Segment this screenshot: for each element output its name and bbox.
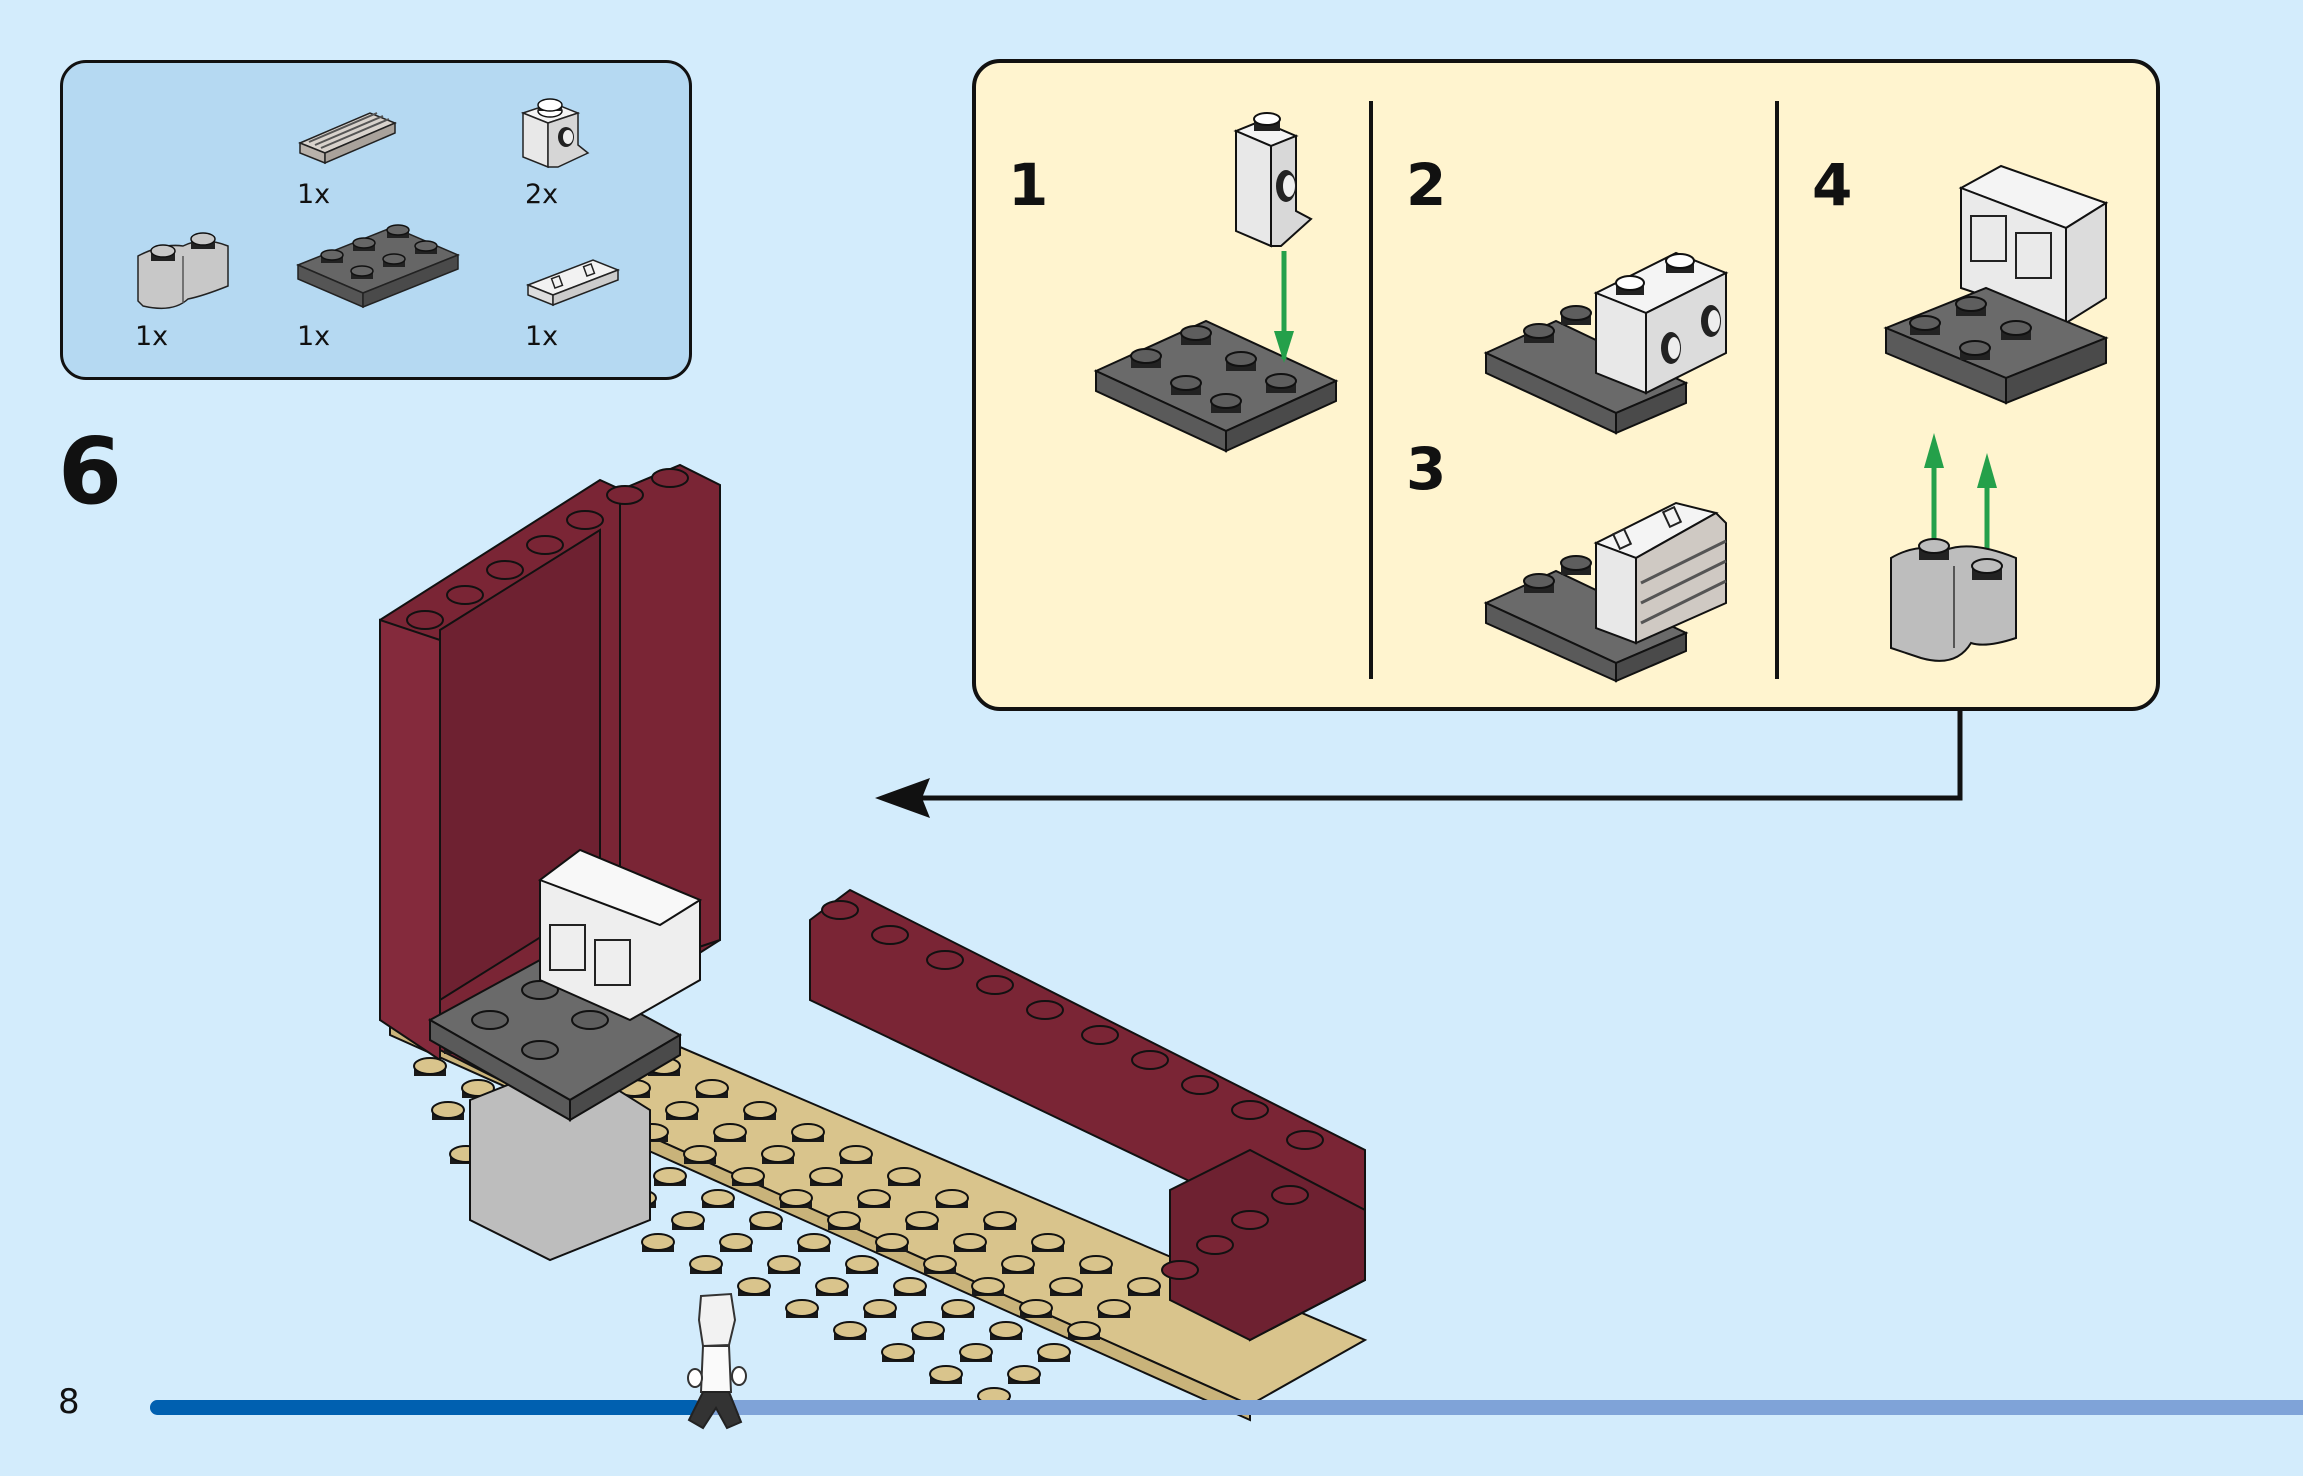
stud [731, 1167, 765, 1185]
page-number: 8 [58, 1382, 80, 1422]
stud [911, 1321, 945, 1339]
arrow-down-icon [1274, 331, 1294, 363]
wall-studs [406, 468, 689, 630]
stud [881, 1343, 915, 1361]
stud [791, 1123, 825, 1141]
stud [785, 1299, 819, 1317]
stud [1097, 1299, 1131, 1317]
stud [887, 1167, 921, 1185]
stud [863, 1299, 897, 1317]
stud [845, 1255, 879, 1273]
stud [641, 1233, 675, 1251]
stud [815, 1277, 849, 1295]
stud [1019, 1299, 1053, 1317]
plate-2x3-icon [296, 224, 460, 309]
part-quantity: 1x [297, 321, 331, 352]
sub-step-1-illustration [1093, 112, 1339, 453]
part-quantity: 1x [135, 321, 169, 352]
minifigure-walking-icon [687, 1292, 747, 1430]
stud [875, 1233, 909, 1251]
stud [941, 1299, 975, 1317]
sub-step-4-illustration [1883, 164, 2109, 662]
sub-step-3-illustration [1483, 501, 1727, 683]
stud [767, 1255, 801, 1273]
round-brick-icon [137, 232, 229, 310]
part-quantity: 2x [525, 179, 559, 210]
callout-divider [1775, 101, 1779, 679]
stud [719, 1233, 753, 1251]
stud [695, 1079, 729, 1097]
headlight-brick-icon [520, 98, 590, 169]
stud [953, 1233, 987, 1251]
progress-bar-fill [150, 1400, 701, 1415]
stud [1037, 1343, 1071, 1361]
stud [1049, 1277, 1083, 1295]
arrow-up-icon [1977, 453, 1997, 488]
stud [689, 1255, 723, 1273]
sub-step-number: 4 [1812, 151, 1853, 219]
stud [833, 1321, 867, 1339]
stud [653, 1167, 687, 1185]
sub-step-2-illustration [1483, 251, 1729, 435]
sub-step-number: 3 [1406, 435, 1447, 503]
stud [701, 1189, 735, 1207]
stud [983, 1211, 1017, 1229]
stud [1007, 1365, 1041, 1383]
stud [1031, 1233, 1065, 1251]
stud [431, 1101, 465, 1119]
arrow-up-icon [1924, 433, 1944, 468]
stud [857, 1189, 891, 1207]
stud [713, 1123, 747, 1141]
stud [989, 1321, 1023, 1339]
stud [797, 1233, 831, 1251]
stud [1079, 1255, 1113, 1273]
stud [743, 1101, 777, 1119]
stud [665, 1101, 699, 1119]
stud [749, 1211, 783, 1229]
progress-bar [150, 1400, 2303, 1415]
sub-step-number: 1 [1008, 151, 1049, 219]
stud [959, 1343, 993, 1361]
printed-tile-icon [525, 259, 621, 307]
stud [1067, 1321, 1101, 1339]
stud [893, 1277, 927, 1295]
grille-tile-icon [298, 112, 397, 165]
part-quantity: 1x [297, 179, 331, 210]
sub-assembly-callout: 1 2 3 4 [972, 59, 2160, 711]
parts-list-panel: 1x 2x 1x 1x [60, 60, 692, 380]
stud [671, 1211, 705, 1229]
stud [935, 1189, 969, 1207]
stud [779, 1189, 813, 1207]
stud [971, 1277, 1005, 1295]
stud [1001, 1255, 1035, 1273]
stud [737, 1277, 771, 1295]
callout-divider [1369, 101, 1373, 679]
stud [809, 1167, 843, 1185]
arrow-left-icon [875, 778, 930, 818]
part-quantity: 1x [525, 321, 559, 352]
step-number: 6 [58, 418, 123, 525]
stud [839, 1145, 873, 1163]
stud [827, 1211, 861, 1229]
stud [905, 1211, 939, 1229]
stud [683, 1145, 717, 1163]
stud [929, 1365, 963, 1383]
callout-pointer-arrow [875, 708, 1963, 818]
stud [413, 1057, 447, 1075]
sub-step-number: 2 [1406, 151, 1447, 219]
stud [923, 1255, 957, 1273]
stud [761, 1145, 795, 1163]
stud [1127, 1277, 1161, 1295]
main-build-illustration [379, 463, 1368, 1422]
